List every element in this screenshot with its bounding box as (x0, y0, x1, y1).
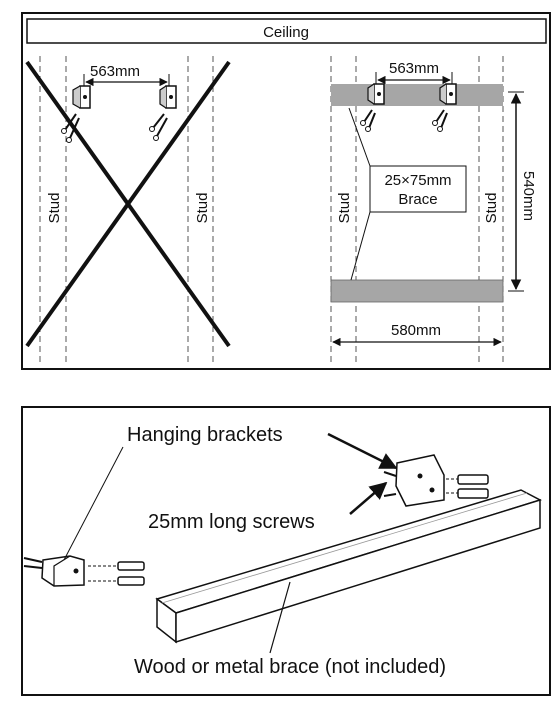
brace-label-line1: 25×75mm (384, 172, 451, 189)
ceiling-label: Ceiling (263, 24, 309, 41)
left-spacing-label: 563mm (90, 63, 140, 80)
brace-callout: 25×75mm Brace (348, 107, 467, 281)
cross-out-mark (25, 60, 231, 348)
left-bracket-1 (61, 85, 91, 143)
brace-board (155, 489, 542, 644)
top-panel: Ceiling 563mm (21, 12, 551, 370)
left-bracket-2 (149, 85, 177, 141)
bottom-brace (330, 279, 504, 303)
width-dimension: 580mm (332, 322, 502, 347)
right-bracket-2 (432, 83, 457, 132)
right-studs (330, 56, 504, 366)
left-stud-label-1: Stud (46, 193, 63, 224)
right-stud-label-1: Stud (336, 193, 353, 224)
mounted-bracket (383, 454, 489, 507)
left-spacing-dimension: 563mm (83, 63, 170, 92)
brace-callout-bottom: Wood or metal brace (not included) (134, 581, 446, 678)
brace-label-line2: Brace (398, 191, 437, 208)
height-dimension: 540mm (508, 91, 537, 292)
ceiling-bar: Ceiling (26, 18, 547, 44)
left-diagram-no-brace: 563mm Stud St (25, 56, 231, 366)
right-stud-label-2: Stud (483, 193, 500, 224)
left-studs (39, 56, 214, 366)
hanging-brackets-label: Hanging brackets (127, 424, 283, 446)
screws-label: 25mm long screws (148, 511, 315, 533)
top-brace (331, 84, 503, 106)
right-diagram-with-brace: 563mm Stud S (330, 56, 537, 366)
hanging-brackets-callout: Hanging brackets (63, 424, 398, 561)
screws-callout: 25mm long screws (148, 481, 388, 533)
bottom-panel: Hanging brackets 25mm long screws Wood o… (21, 406, 551, 696)
brace-not-included-label: Wood or metal brace (not included) (134, 656, 446, 678)
width-label: 580mm (391, 322, 441, 339)
loose-bracket (23, 555, 145, 587)
height-label: 540mm (520, 171, 537, 221)
right-spacing-label: 563mm (389, 60, 439, 77)
right-spacing-dimension: 563mm (375, 60, 453, 90)
right-bracket-1 (360, 83, 385, 132)
left-stud-label-2: Stud (194, 193, 211, 224)
